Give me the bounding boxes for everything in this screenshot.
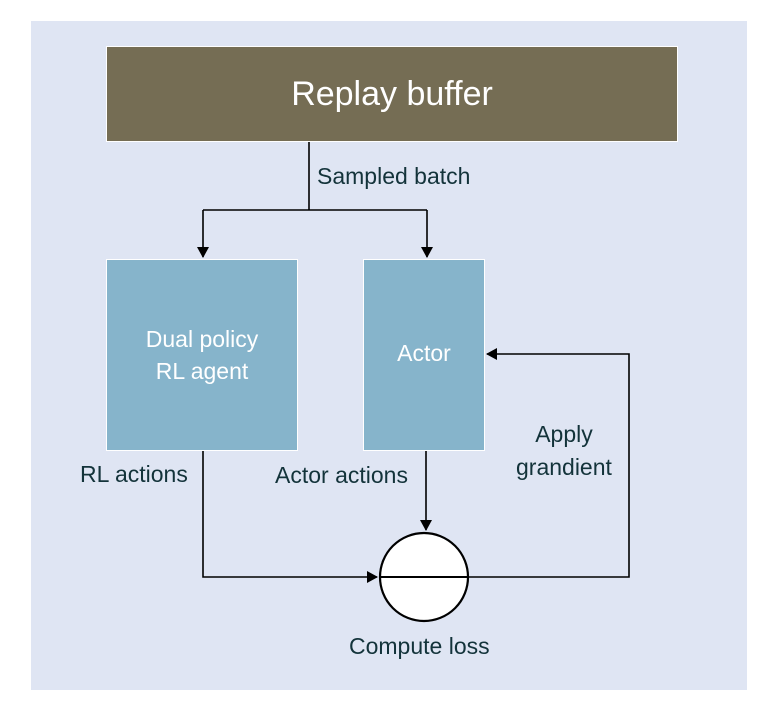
dual-policy-agent-box: Dual policy RL agent [106,259,298,451]
actor-actions-label: Actor actions [275,462,408,488]
apply-gradient-line1: Apply [535,421,593,447]
compute-loss-label: Compute loss [349,633,490,659]
sampled-batch-label: Sampled batch [317,163,471,189]
replay-buffer-label: Replay buffer [291,74,493,113]
actor-box: Actor [363,259,485,451]
edge-rl-actions-to-loss [202,451,378,583]
dual-policy-label-line1: Dual policy [145,326,259,352]
edge-apply-gradient [469,348,630,578]
dual-policy-label-line2: RL agent [155,358,249,384]
apply-gradient-line2: grandient [516,454,612,480]
actor-label: Actor [397,339,451,366]
rl-actions-label: RL actions [80,461,188,487]
replay-buffer-box: Replay buffer [106,46,678,142]
apply-gradient-label: Apply grandient [516,418,612,484]
